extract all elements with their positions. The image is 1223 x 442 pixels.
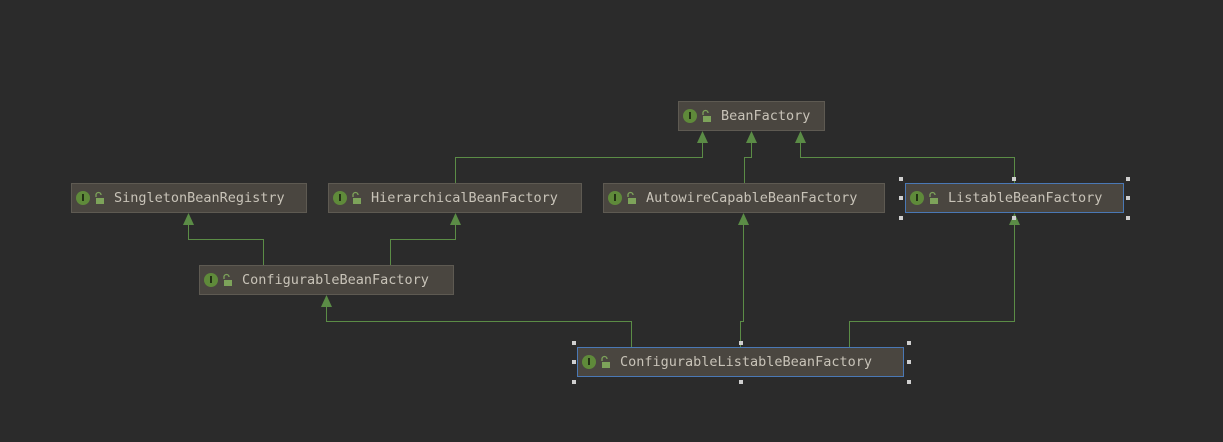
- interface-icon: I: [608, 191, 622, 205]
- resize-handle-sw[interactable]: [899, 216, 903, 220]
- edge-configurable-to-singleton: [188, 222, 264, 265]
- node-label: ConfigurableBeanFactory: [242, 272, 429, 288]
- node-listable-bean-factory[interactable]: I ListableBeanFactory: [905, 183, 1124, 213]
- edge-configlistable-to-autowire: [740, 222, 744, 347]
- node-bean-factory[interactable]: I BeanFactory: [678, 101, 825, 131]
- edge-hierarchical-to-beanfactory: [455, 140, 703, 183]
- arrowhead-hierarchical: [450, 213, 461, 225]
- interface-icon: I: [333, 191, 347, 205]
- edge-configlistable-to-listable: [849, 222, 1015, 347]
- interface-icon: I: [76, 191, 90, 205]
- arrowhead-beanfactory-2: [746, 131, 757, 143]
- resize-handle-n[interactable]: [1012, 177, 1016, 181]
- node-label: AutowireCapableBeanFactory: [646, 190, 858, 206]
- node-singleton-bean-registry[interactable]: I SingletonBeanRegistry: [71, 183, 307, 213]
- node-label: BeanFactory: [721, 108, 811, 124]
- resize-handle-w[interactable]: [572, 360, 576, 364]
- unlocked-icon: [352, 191, 361, 204]
- interface-icon: I: [204, 273, 218, 287]
- node-configurable-listable-bean-factory[interactable]: I ConfigurableListableBeanFactory: [577, 347, 904, 377]
- unlocked-icon: [627, 191, 636, 204]
- edge-configlistable-to-configurable: [326, 304, 632, 347]
- resize-handle-s[interactable]: [1012, 216, 1016, 220]
- interface-icon: I: [910, 191, 924, 205]
- resize-handle-sw[interactable]: [572, 380, 576, 384]
- resize-handle-se[interactable]: [907, 380, 911, 384]
- node-label: ListableBeanFactory: [948, 190, 1103, 206]
- resize-handle-se[interactable]: [1126, 216, 1130, 220]
- resize-handle-nw[interactable]: [572, 341, 576, 345]
- resize-handle-nw[interactable]: [899, 177, 903, 181]
- node-hierarchical-bean-factory[interactable]: I HierarchicalBeanFactory: [328, 183, 582, 213]
- arrowhead-singleton: [183, 213, 194, 225]
- unlocked-icon: [702, 109, 711, 122]
- node-autowire-capable-bean-factory[interactable]: I AutowireCapableBeanFactory: [603, 183, 885, 213]
- arrowhead-configurable: [321, 295, 332, 307]
- resize-handle-e[interactable]: [1126, 196, 1130, 200]
- resize-handle-ne[interactable]: [1126, 177, 1130, 181]
- unlocked-icon: [929, 191, 938, 204]
- interface-icon: I: [582, 355, 596, 369]
- node-label: SingletonBeanRegistry: [114, 190, 285, 206]
- node-configurable-bean-factory[interactable]: I ConfigurableBeanFactory: [199, 265, 454, 295]
- edge-listable-to-beanfactory: [800, 140, 1015, 183]
- unlocked-icon: [223, 273, 232, 286]
- resize-handle-w[interactable]: [899, 196, 903, 200]
- edge-configurable-to-hierarchical: [390, 222, 456, 265]
- node-label: ConfigurableListableBeanFactory: [620, 354, 872, 370]
- unlocked-icon: [601, 355, 610, 368]
- resize-handle-ne[interactable]: [907, 341, 911, 345]
- arrowhead-autowire: [738, 213, 749, 225]
- interface-icon: I: [683, 109, 697, 123]
- resize-handle-n[interactable]: [739, 341, 743, 345]
- resize-handle-s[interactable]: [739, 380, 743, 384]
- unlocked-icon: [95, 191, 104, 204]
- arrowhead-beanfactory-3: [795, 131, 806, 143]
- node-label: HierarchicalBeanFactory: [371, 190, 558, 206]
- edge-autowire-to-beanfactory: [744, 140, 752, 183]
- arrowhead-beanfactory-1: [697, 131, 708, 143]
- resize-handle-e[interactable]: [907, 360, 911, 364]
